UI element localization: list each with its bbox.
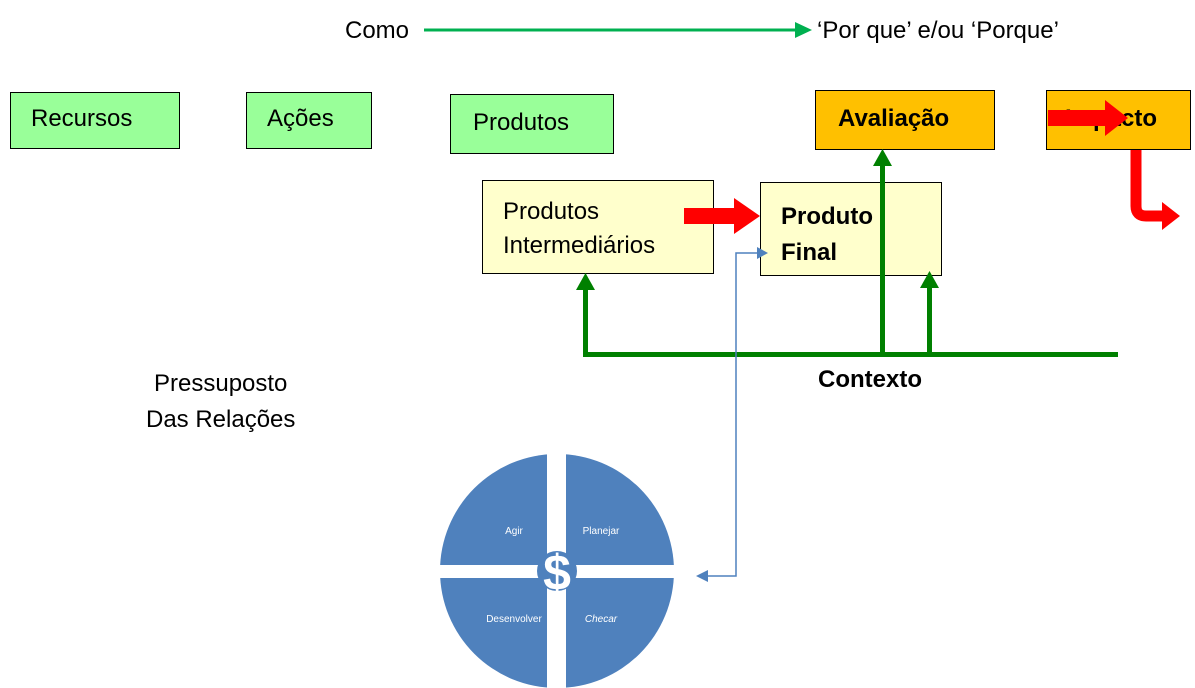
red-arrow-impacto	[1048, 100, 1128, 136]
pressuposto-line1: Pressuposto	[154, 370, 288, 397]
produtos-box: Produtos	[450, 94, 614, 154]
produto-final-box: Produto Final	[760, 182, 942, 276]
red-bent-arrow	[1130, 150, 1180, 230]
avaliacao-label: Avaliação	[838, 105, 950, 132]
recursos-label: Recursos	[31, 105, 133, 132]
cycle-label-planejar: Planejar	[583, 526, 620, 537]
produtos-label: Produtos	[473, 109, 570, 136]
header-arrow	[424, 22, 812, 38]
produto-final-line2: Final	[781, 239, 838, 266]
por-que-label: ‘Por que’ e/ou ‘Porque’	[817, 17, 1059, 44]
produtos-intermediarios-line2: Intermediários	[503, 232, 656, 259]
acoes-box: Ações	[246, 92, 372, 149]
produto-final-line1: Produto	[781, 203, 873, 230]
cycle-center-symbol: $	[543, 545, 571, 601]
cycle-label-desenvolver: Desenvolver	[486, 614, 542, 625]
como-label: Como	[345, 17, 410, 44]
pressuposto-block: Pressuposto Das Relações	[146, 366, 295, 438]
acoes-label: Ações	[267, 105, 334, 132]
produtos-intermediarios-line1: Produtos	[503, 198, 600, 225]
red-arrow-intermediarios-to-final	[684, 198, 760, 234]
contexto-lines	[576, 149, 1118, 357]
pdca-cycle: $ Agir Planejar Desenvolver Checar	[437, 450, 677, 688]
produtos-intermediarios-box: Produtos Intermediários	[482, 180, 714, 274]
contexto-label: Contexto	[818, 366, 922, 393]
cycle-connector	[696, 247, 768, 582]
cycle-label-checar: Checar	[585, 614, 618, 625]
avaliacao-box: Avaliação	[815, 90, 995, 150]
recursos-box: Recursos	[10, 92, 180, 149]
pressuposto-line2: Das Relações	[146, 406, 296, 433]
cycle-label-agir: Agir	[505, 526, 523, 537]
